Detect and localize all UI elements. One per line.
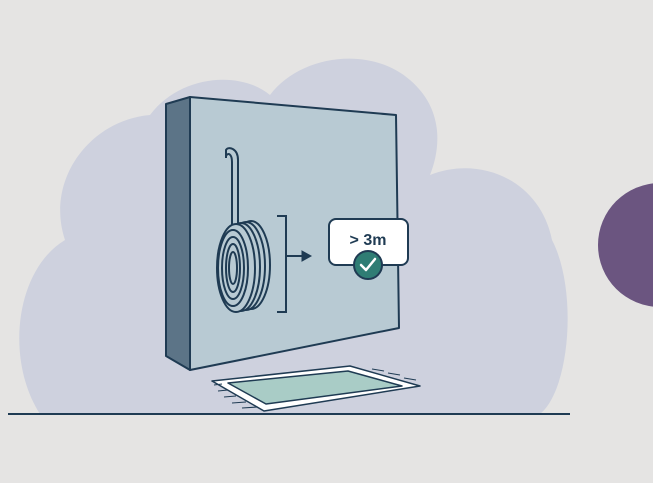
- wall-panel-side: [166, 97, 190, 370]
- purple-circle: [598, 183, 653, 307]
- distance-label-text: > 3m: [350, 232, 387, 249]
- check-icon: [354, 251, 382, 279]
